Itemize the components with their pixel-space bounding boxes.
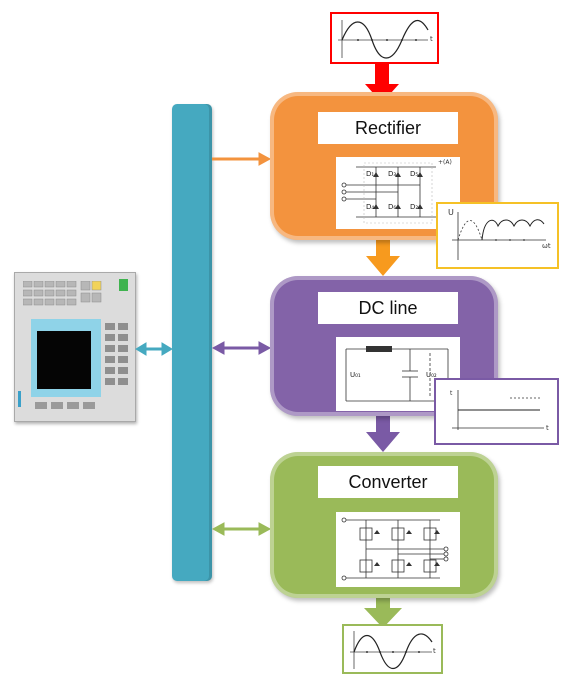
dc-level-wave-icon xyxy=(452,390,544,430)
panel-screen xyxy=(37,331,91,389)
input-wave-axis-label: t xyxy=(430,35,433,43)
diode-label-d5: D₅ xyxy=(410,170,419,178)
panel-keypad-top xyxy=(23,281,103,313)
diode-label-d3: D₃ xyxy=(388,170,397,178)
dc-left-label: U₀₁ xyxy=(350,371,361,379)
dc-wave-y-label: t xyxy=(450,390,453,397)
panel-side-keys xyxy=(105,323,129,403)
panel-bus-arrow xyxy=(135,342,173,356)
dc-output-waveform: t t xyxy=(434,378,559,445)
dcline-converter-arrow xyxy=(366,415,400,452)
bottom-keys-icon xyxy=(35,402,95,409)
rectified-wave-icon xyxy=(452,212,546,260)
rectifier-top-label: +(A) xyxy=(438,159,452,166)
bus-dcline-arrow xyxy=(211,341,272,355)
communication-bus xyxy=(172,104,212,581)
panel-bottom-keys xyxy=(31,401,101,411)
diode-label-d1: D₁ xyxy=(366,170,375,178)
input-waveform: t xyxy=(330,12,439,64)
rectifier-wave-y-label: U xyxy=(448,208,454,217)
sine-wave-icon xyxy=(338,20,429,59)
dc-wave-x-label: t xyxy=(546,424,549,432)
bus-converter-arrow xyxy=(211,522,272,536)
rectifier-dcline-arrow xyxy=(366,237,400,276)
dc-line-label: DC line xyxy=(318,292,458,324)
output-wave-axis-label: t xyxy=(433,647,436,655)
converter-circuit xyxy=(336,512,460,587)
dc-link-filter-icon xyxy=(345,346,449,402)
diode-label-d2: D₂ xyxy=(410,203,419,211)
keypad-keys-icon xyxy=(23,281,102,306)
panel-green-key xyxy=(119,279,128,291)
diode-label-d4: D₄ xyxy=(366,203,375,211)
inverter-bridge-icon xyxy=(341,517,449,581)
side-keys-icon xyxy=(105,323,128,385)
operator-panel-image xyxy=(14,272,136,422)
panel-logo-strip xyxy=(18,391,21,407)
rectifier-label: Rectifier xyxy=(318,112,458,144)
output-sine-wave-icon xyxy=(350,631,433,670)
rectifier-wave-x-label: ωt xyxy=(542,242,551,250)
rectifier-output-waveform: U ωt xyxy=(436,202,559,269)
converter-label: Converter xyxy=(318,466,458,498)
diode-label-d6: D₆ xyxy=(388,203,397,211)
dc-right-label: U₀₂ xyxy=(426,371,437,379)
bus-rectifier-arrow xyxy=(212,152,272,166)
rectifier-bridge-icon xyxy=(341,162,436,224)
output-waveform: t xyxy=(342,624,443,674)
